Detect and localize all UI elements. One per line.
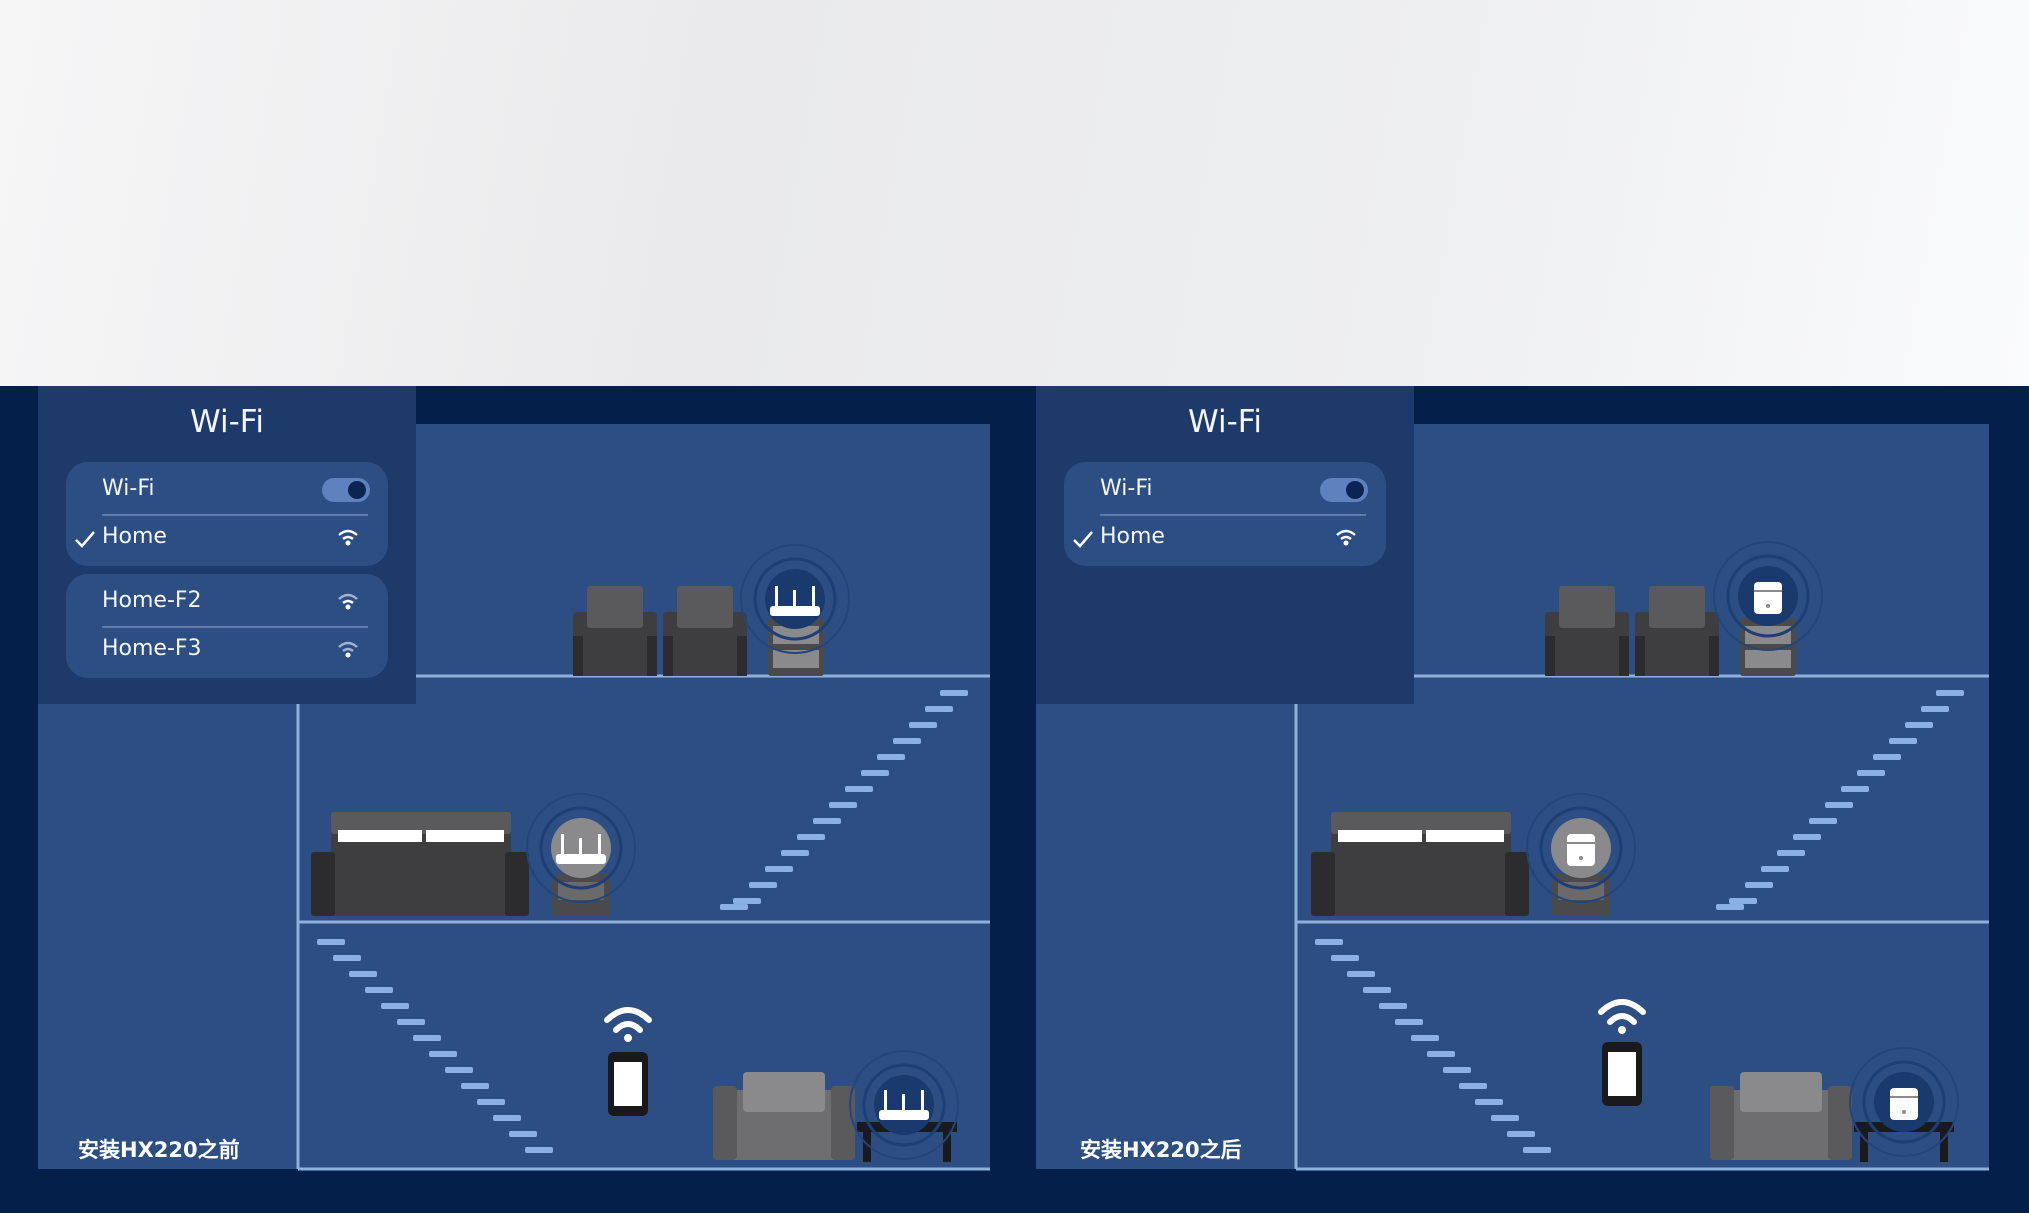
network-name: Home-F2	[102, 588, 202, 613]
wifi-signal-icon	[604, 1007, 652, 1042]
sofa	[1311, 812, 1529, 916]
side-table	[552, 874, 610, 916]
lower-staircase	[317, 939, 553, 1153]
wifi-settings-title: Wi-Fi	[1188, 404, 1262, 440]
wifi-other-networks-group: Home-F2 Home-F3	[66, 574, 388, 678]
wifi-toggle-label: Wi-Fi	[102, 476, 155, 501]
wifi-settings-card: Wi-Fi Wi-Fi Home Home-F2	[38, 386, 416, 704]
mesh-node-top-floor	[1713, 541, 1823, 651]
row-divider	[102, 626, 368, 628]
wifi-toggle-row[interactable]: Wi-Fi	[66, 468, 388, 514]
floor-lines	[296, 674, 990, 1171]
upper-staircase	[1716, 690, 1964, 910]
wifi-signal-strong-icon	[1336, 529, 1356, 546]
wifi-primary-group: Wi-Fi Home	[66, 462, 388, 566]
panel-after: Wi-Fi Wi-Fi Home 安装HX220之后	[998, 386, 2029, 1213]
smartphone	[1602, 1042, 1642, 1106]
row-divider	[1100, 514, 1366, 516]
panel-before: Wi-Fi Wi-Fi Home Home-F2	[0, 386, 990, 1213]
wifi-signal-medium-icon	[338, 593, 358, 610]
network-row-connected[interactable]: Home	[1064, 516, 1386, 562]
armchair-pair	[1545, 586, 1719, 676]
network-name: Home	[102, 524, 167, 549]
armchair	[713, 1072, 855, 1160]
wifi-signal-weak-icon	[338, 641, 358, 658]
side-table	[1552, 874, 1610, 916]
panel-caption: 安装HX220之前	[78, 1138, 240, 1162]
network-name: Home-F3	[102, 636, 202, 661]
wifi-toggle-label: Wi-Fi	[1100, 476, 1153, 501]
router-top-floor	[740, 544, 850, 654]
row-divider	[102, 514, 368, 516]
wifi-primary-group: Wi-Fi Home	[1064, 462, 1386, 566]
wifi-settings-title: Wi-Fi	[190, 404, 264, 440]
mesh-node-middle-floor	[1526, 793, 1636, 903]
network-row-other[interactable]: Home-F3	[66, 628, 388, 674]
lower-staircase	[1315, 939, 1551, 1153]
router-middle-floor	[526, 793, 636, 903]
wifi-toggle-row[interactable]: Wi-Fi	[1064, 468, 1386, 514]
network-row-other[interactable]: Home-F2	[66, 580, 388, 626]
network-name: Home	[1100, 524, 1165, 549]
mesh-node-bottom-floor	[1849, 1047, 1959, 1157]
wifi-toggle-switch[interactable]	[1320, 478, 1368, 502]
armchair-pair	[573, 586, 747, 676]
router-bottom-floor	[849, 1050, 959, 1160]
wifi-settings-card: Wi-Fi Wi-Fi Home	[1036, 386, 1414, 704]
sofa	[311, 812, 529, 916]
upper-staircase	[720, 690, 968, 910]
armchair	[1710, 1072, 1852, 1160]
smartphone	[608, 1052, 648, 1116]
panel-caption: 安装HX220之后	[1080, 1138, 1242, 1162]
network-row-connected[interactable]: Home	[66, 516, 388, 562]
wifi-toggle-switch[interactable]	[322, 478, 370, 502]
wifi-signal-icon	[1598, 999, 1646, 1034]
checkmark-icon	[1073, 531, 1093, 548]
top-banner	[0, 0, 2029, 386]
checkmark-icon	[75, 531, 95, 548]
nightstand	[768, 618, 824, 676]
wifi-signal-strong-icon	[338, 529, 358, 546]
